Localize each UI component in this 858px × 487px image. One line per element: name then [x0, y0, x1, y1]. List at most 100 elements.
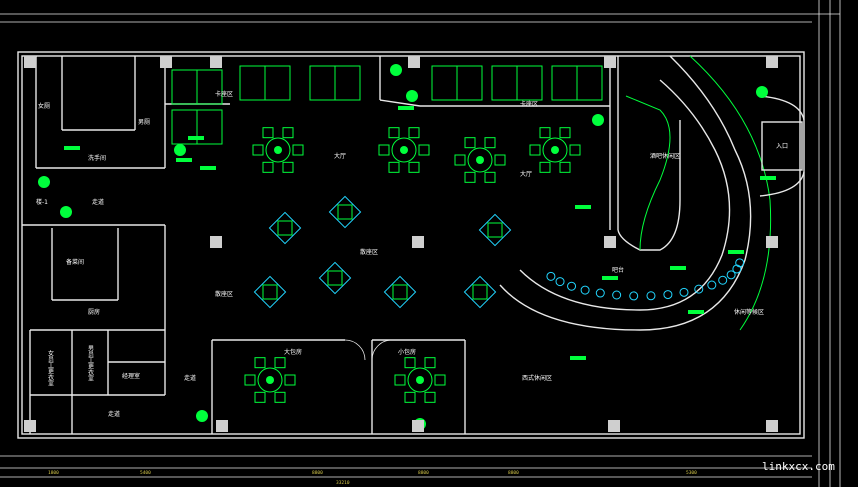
round-table	[394, 357, 446, 403]
plant	[196, 410, 208, 422]
bar-stool	[629, 291, 639, 301]
dim-2: 5400	[140, 470, 151, 476]
chair	[274, 391, 286, 403]
annotation-tag	[688, 310, 704, 314]
annotation-tag	[398, 106, 414, 110]
annotation-tag	[728, 250, 744, 254]
label-booth-mid: 卡座区	[520, 100, 538, 108]
round-table	[378, 127, 430, 173]
chair	[262, 127, 274, 139]
entrance-door[interactable]	[759, 95, 805, 197]
label-restroom: 女厕	[38, 102, 50, 110]
bar-stool	[694, 284, 704, 294]
dim-total: 33210	[336, 480, 350, 486]
label-tags	[64, 106, 776, 360]
dim-4: 8800	[418, 470, 429, 476]
label-hall-left: 大厅	[334, 152, 346, 160]
column	[24, 56, 36, 68]
label-corridor-top: 走道	[92, 198, 104, 206]
label-restroom-m: 男厕	[138, 119, 150, 126]
plant	[38, 176, 50, 188]
label-corridor-bottom: 走道	[108, 410, 120, 418]
label-bar-lounge: 酒吧休闲区	[650, 152, 680, 160]
dim-6: 5300	[686, 470, 697, 476]
round-table	[252, 127, 304, 173]
round-table	[244, 357, 296, 403]
column	[766, 420, 778, 432]
chair	[539, 127, 551, 139]
column	[604, 236, 616, 248]
square-table	[478, 213, 512, 247]
square-table	[253, 275, 287, 309]
private-room-walls	[211, 339, 466, 434]
round-table	[454, 137, 506, 183]
chair	[484, 137, 496, 149]
column	[160, 56, 172, 68]
bar-stool	[567, 281, 577, 291]
column	[24, 420, 36, 432]
chair	[282, 127, 294, 139]
annotation-tag	[188, 136, 204, 140]
column	[216, 420, 228, 432]
bar-stool	[555, 277, 565, 287]
column	[210, 236, 222, 248]
plant	[390, 64, 402, 76]
column	[766, 236, 778, 248]
chair	[274, 357, 286, 369]
chair	[418, 144, 430, 156]
bar-stool	[663, 290, 673, 300]
label-office: 经理室	[122, 372, 140, 380]
plant	[406, 90, 418, 102]
dim-3: 8800	[312, 470, 323, 476]
bar-stool	[595, 288, 605, 298]
bar-stool	[732, 264, 742, 274]
label-dining-1: 散座区	[360, 248, 378, 256]
bar-stool	[726, 270, 736, 280]
chair	[394, 374, 406, 386]
round-table	[529, 127, 581, 173]
annotation-tag	[64, 146, 80, 150]
chair	[408, 127, 420, 139]
annotation-tag	[602, 276, 618, 280]
booth	[309, 65, 361, 101]
chair	[424, 357, 436, 369]
label-wash-room: 洗手间	[88, 154, 106, 162]
label-prep-room: 备菜间	[66, 258, 84, 266]
column	[412, 236, 424, 248]
column	[766, 56, 778, 68]
chair	[262, 161, 274, 173]
bar-stool	[735, 258, 745, 268]
label-staff-room: 男员工更衣室	[87, 345, 94, 381]
chair	[464, 171, 476, 183]
chair	[494, 154, 506, 166]
column	[412, 420, 424, 432]
square-tables	[253, 195, 512, 309]
square-table	[383, 275, 417, 309]
label-booth-left: 卡座区	[215, 90, 233, 98]
chair	[408, 161, 420, 173]
annotation-tag	[200, 166, 216, 170]
chair	[282, 161, 294, 173]
chair	[529, 144, 541, 156]
chair	[569, 144, 581, 156]
chair	[292, 144, 304, 156]
bar-stool	[646, 291, 656, 301]
label-bar: 吧台	[612, 266, 624, 274]
bar-stool	[707, 280, 717, 290]
chair	[454, 154, 466, 166]
chair	[244, 374, 256, 386]
column	[210, 56, 222, 68]
chair	[539, 161, 551, 173]
chair	[252, 144, 264, 156]
column	[608, 420, 620, 432]
label-waiting: 休闲等候区	[734, 308, 764, 316]
bar-stool	[546, 271, 556, 281]
square-table	[328, 195, 362, 229]
square-table	[268, 211, 302, 245]
label-vip-small: 小包房	[398, 348, 416, 356]
label-leisure: 西式休闲区	[522, 374, 552, 382]
label-staff-room-f: 女员工更衣室	[47, 349, 54, 386]
annotation-tag	[570, 356, 586, 360]
